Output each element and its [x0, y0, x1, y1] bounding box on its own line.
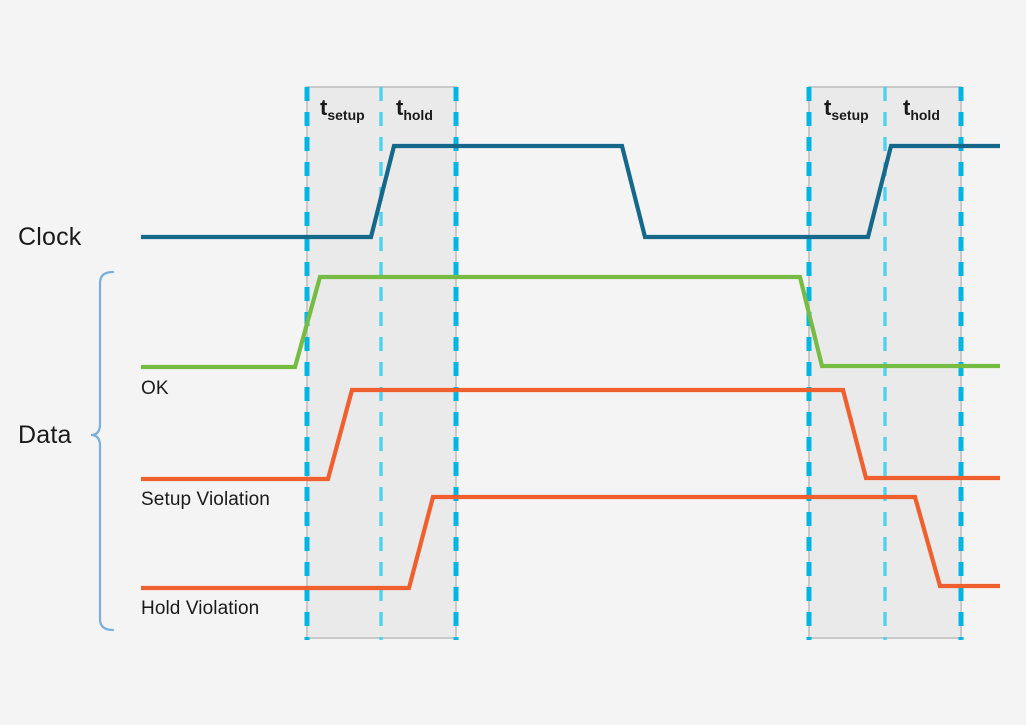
timing-window-bands — [306, 86, 962, 639]
window-label-setup-2-sub: setup — [831, 107, 869, 123]
signal-label-setup-violation: Setup Violation — [141, 489, 270, 510]
signal-label-hold-violation: Hold Violation — [141, 598, 260, 619]
window-label-hold-2-sub: hold — [910, 107, 940, 123]
signal-label-clock: Clock — [18, 223, 82, 251]
signal-label-data-group: Data — [18, 421, 72, 449]
window-label-hold-2: thold — [903, 95, 940, 123]
waveform-hold-violation — [141, 494, 1000, 591]
window-label-setup-2: tsetup — [824, 95, 869, 123]
window-label-hold-1-base: t — [396, 95, 404, 120]
waveform-ok — [141, 274, 1000, 370]
waveform-clock — [141, 143, 1000, 240]
window-label-hold-1: thold — [396, 95, 433, 123]
window-label-hold-1-sub: hold — [403, 107, 433, 123]
timing-marker-lines — [304, 87, 964, 640]
window-label-setup-2-base: t — [824, 95, 832, 120]
window-label-setup-1-sub: setup — [327, 107, 365, 123]
window-label-hold-2-base: t — [903, 95, 911, 120]
signal-label-ok: OK — [141, 378, 169, 399]
waveform-setup-violation — [141, 387, 1000, 482]
data-group-brace — [90, 270, 115, 632]
window-label-setup-1-base: t — [320, 95, 328, 120]
window-label-setup-1: tsetup — [320, 95, 365, 123]
